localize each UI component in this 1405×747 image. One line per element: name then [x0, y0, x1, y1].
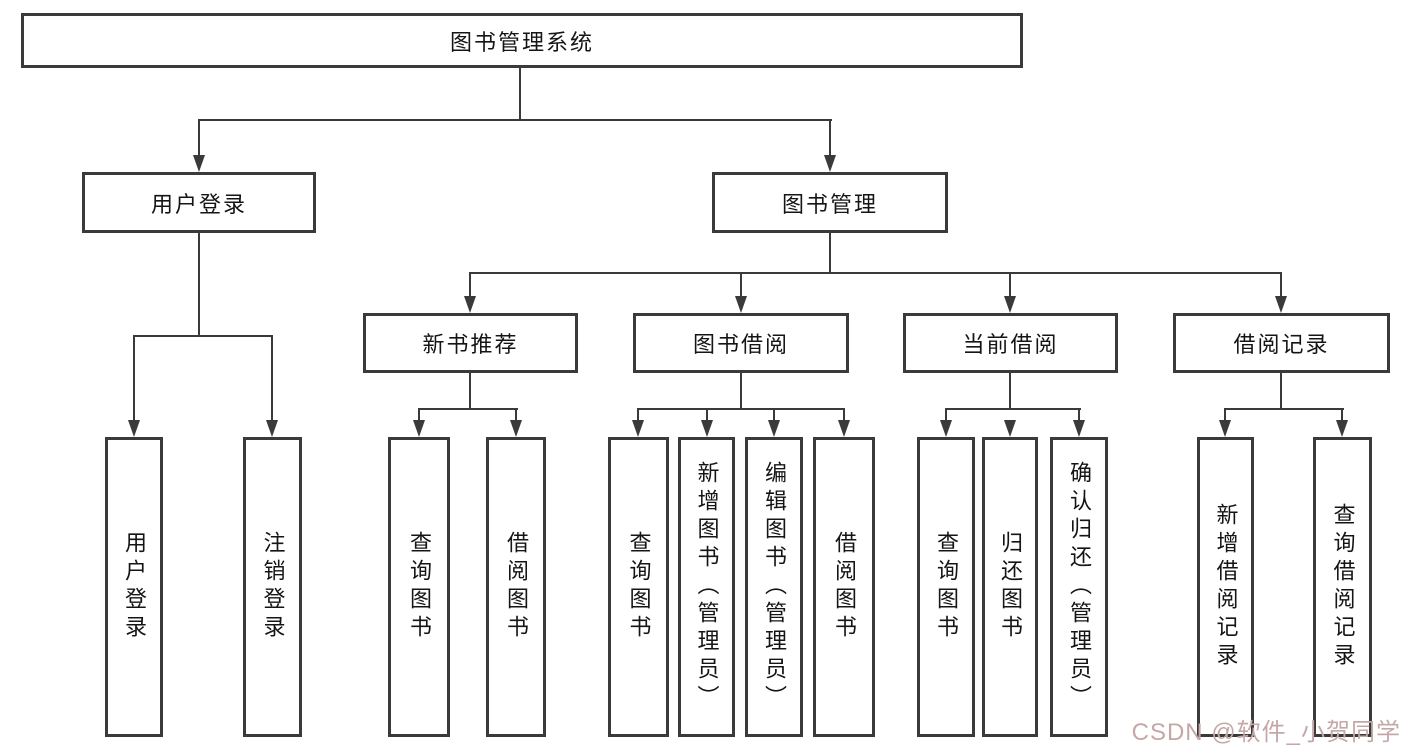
leaf-query-books-recommend-label: 查询图书	[407, 531, 432, 643]
node-borrow-record-label: 借阅记录	[1233, 332, 1330, 357]
node-book-management: 图书管理	[712, 172, 948, 233]
connector-line	[418, 408, 518, 410]
leaf-confirm-return-admin-label: 确认归还（管理员）	[1067, 461, 1092, 713]
arrow-head-icon	[1004, 420, 1016, 437]
connector-line	[829, 119, 831, 157]
arrow-head-icon	[1004, 296, 1016, 313]
node-current-borrow: 当前借阅	[903, 313, 1118, 373]
node-root-label: 图书管理系统	[449, 29, 594, 55]
leaf-return-books-label: 归还图书	[998, 531, 1023, 643]
connector-line	[637, 408, 845, 410]
connector-line	[271, 335, 273, 421]
connector-line	[1009, 373, 1011, 410]
leaf-confirm-return-admin: 确认归还（管理员）	[1050, 437, 1108, 737]
connector-line	[1009, 272, 1011, 296]
connector-line	[519, 68, 521, 121]
leaf-user-login: 用户登录	[105, 437, 163, 737]
connector-line	[133, 335, 273, 337]
arrow-head-icon	[632, 420, 644, 437]
connector-line	[843, 408, 845, 422]
node-new-book-recommend: 新书推荐	[363, 313, 578, 373]
connector-line	[469, 373, 471, 410]
leaf-query-books-borrow-label: 查询图书	[626, 531, 652, 643]
connector-line	[1078, 408, 1080, 422]
connector-line	[1224, 408, 1226, 422]
leaf-borrow-books-recommend-label: 借阅图书	[504, 531, 529, 643]
connector-line	[773, 408, 775, 422]
connector-line	[515, 408, 517, 422]
connector-line	[1280, 272, 1282, 296]
connector-line	[740, 272, 742, 296]
node-book-borrow-label: 图书借阅	[692, 332, 789, 357]
node-new-book-recommend-label: 新书推荐	[422, 332, 519, 357]
connector-line	[469, 272, 1282, 274]
node-user-login: 用户登录	[82, 172, 316, 233]
connector-line	[945, 408, 1081, 410]
arrow-head-icon	[735, 296, 747, 313]
connector-line	[637, 408, 639, 422]
connector-line	[829, 233, 831, 274]
arrow-head-icon	[1275, 296, 1287, 313]
connector-line	[198, 119, 200, 157]
arrow-head-icon	[266, 420, 278, 437]
leaf-add-borrow-record-label: 新增借阅记录	[1213, 503, 1239, 671]
leaf-borrow-books-label: 借阅图书	[832, 531, 857, 643]
leaf-user-login-label: 用户登录	[122, 531, 147, 643]
arrow-head-icon	[464, 296, 476, 313]
node-root: 图书管理系统	[21, 13, 1023, 68]
node-book-borrow: 图书借阅	[633, 313, 849, 373]
node-user-login-label: 用户登录	[150, 191, 247, 217]
arrow-head-icon	[940, 420, 952, 437]
leaf-logout-login-label: 注销登录	[260, 531, 286, 643]
connector-line	[740, 373, 742, 410]
leaf-borrow-books: 借阅图书	[813, 437, 875, 737]
arrow-head-icon	[768, 420, 780, 437]
leaf-query-books-current-label: 查询图书	[934, 531, 959, 643]
leaf-return-books: 归还图书	[982, 437, 1038, 737]
connector-line	[469, 272, 471, 296]
connector-line	[706, 408, 708, 422]
node-current-borrow-label: 当前借阅	[962, 332, 1059, 357]
arrow-head-icon	[1073, 420, 1085, 437]
leaf-query-books-current: 查询图书	[917, 437, 975, 737]
connector-line	[945, 408, 947, 422]
leaf-query-books-recommend: 查询图书	[388, 437, 450, 737]
node-book-management-label: 图书管理	[781, 191, 878, 217]
arrow-head-icon	[824, 155, 836, 172]
connector-line	[133, 335, 135, 421]
watermark: CSDN @软件_小贺同学	[1131, 719, 1401, 746]
leaf-logout-login: 注销登录	[243, 437, 302, 737]
arrow-head-icon	[413, 420, 425, 437]
connector-line	[198, 233, 200, 337]
leaf-add-books-admin: 新增图书（管理员）	[678, 437, 735, 737]
arrow-head-icon	[1336, 420, 1348, 437]
leaf-add-borrow-record: 新增借阅记录	[1197, 437, 1254, 737]
connector-line	[1280, 373, 1282, 410]
connector-line	[1224, 408, 1344, 410]
connector-line	[418, 408, 420, 422]
leaf-query-borrow-record-label: 查询借阅记录	[1330, 503, 1356, 671]
connector-line	[1341, 408, 1343, 422]
arrow-head-icon	[193, 155, 205, 172]
leaf-edit-books-admin-label: 编辑图书（管理员）	[762, 461, 787, 713]
leaf-add-books-admin-label: 新增图书（管理员）	[694, 461, 720, 713]
arrow-head-icon	[838, 420, 850, 437]
leaf-query-books-borrow: 查询图书	[608, 437, 669, 737]
leaf-edit-books-admin: 编辑图书（管理员）	[745, 437, 803, 737]
arrow-head-icon	[1219, 420, 1231, 437]
leaf-query-borrow-record: 查询借阅记录	[1313, 437, 1372, 737]
arrow-head-icon	[128, 420, 140, 437]
arrow-head-icon	[701, 420, 713, 437]
node-borrow-record: 借阅记录	[1173, 313, 1390, 373]
arrow-head-icon	[510, 420, 522, 437]
connector-line	[198, 119, 832, 121]
leaf-borrow-books-recommend: 借阅图书	[486, 437, 546, 737]
